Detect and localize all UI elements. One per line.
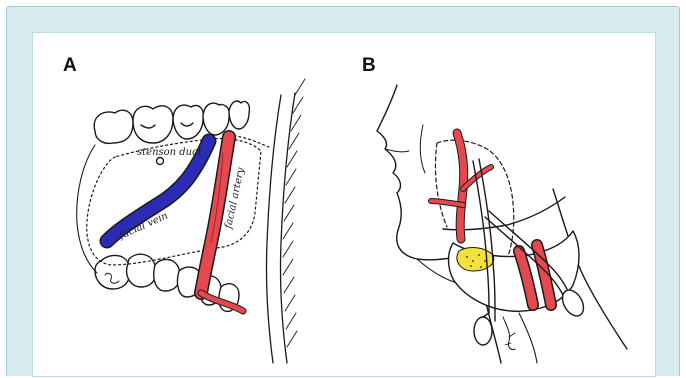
fat-pad <box>457 248 494 271</box>
mandible-line-1 <box>266 95 281 363</box>
suture-knot <box>505 333 515 345</box>
hatching <box>283 79 305 347</box>
stensen-duct-label: stenson duct <box>137 147 203 158</box>
neck-mid-line <box>519 313 537 363</box>
illustration-svg: stenson duct facial vein facial artery <box>33 33 657 378</box>
incision-dashed-1 <box>437 140 514 259</box>
incision-dashed-2 <box>435 143 447 227</box>
suture-thread <box>503 317 515 350</box>
stensen-duct-opening <box>157 158 164 165</box>
nasolabial-fold <box>420 125 425 173</box>
panel-a-illustration <box>77 79 305 363</box>
panel-b-illustration <box>377 85 627 363</box>
face-profile <box>377 85 469 260</box>
mandible-line-2 <box>280 93 295 363</box>
figure-panel: A B <box>32 32 656 377</box>
clamp-ring-1 <box>474 317 492 345</box>
figure-frame: A B <box>6 6 680 376</box>
